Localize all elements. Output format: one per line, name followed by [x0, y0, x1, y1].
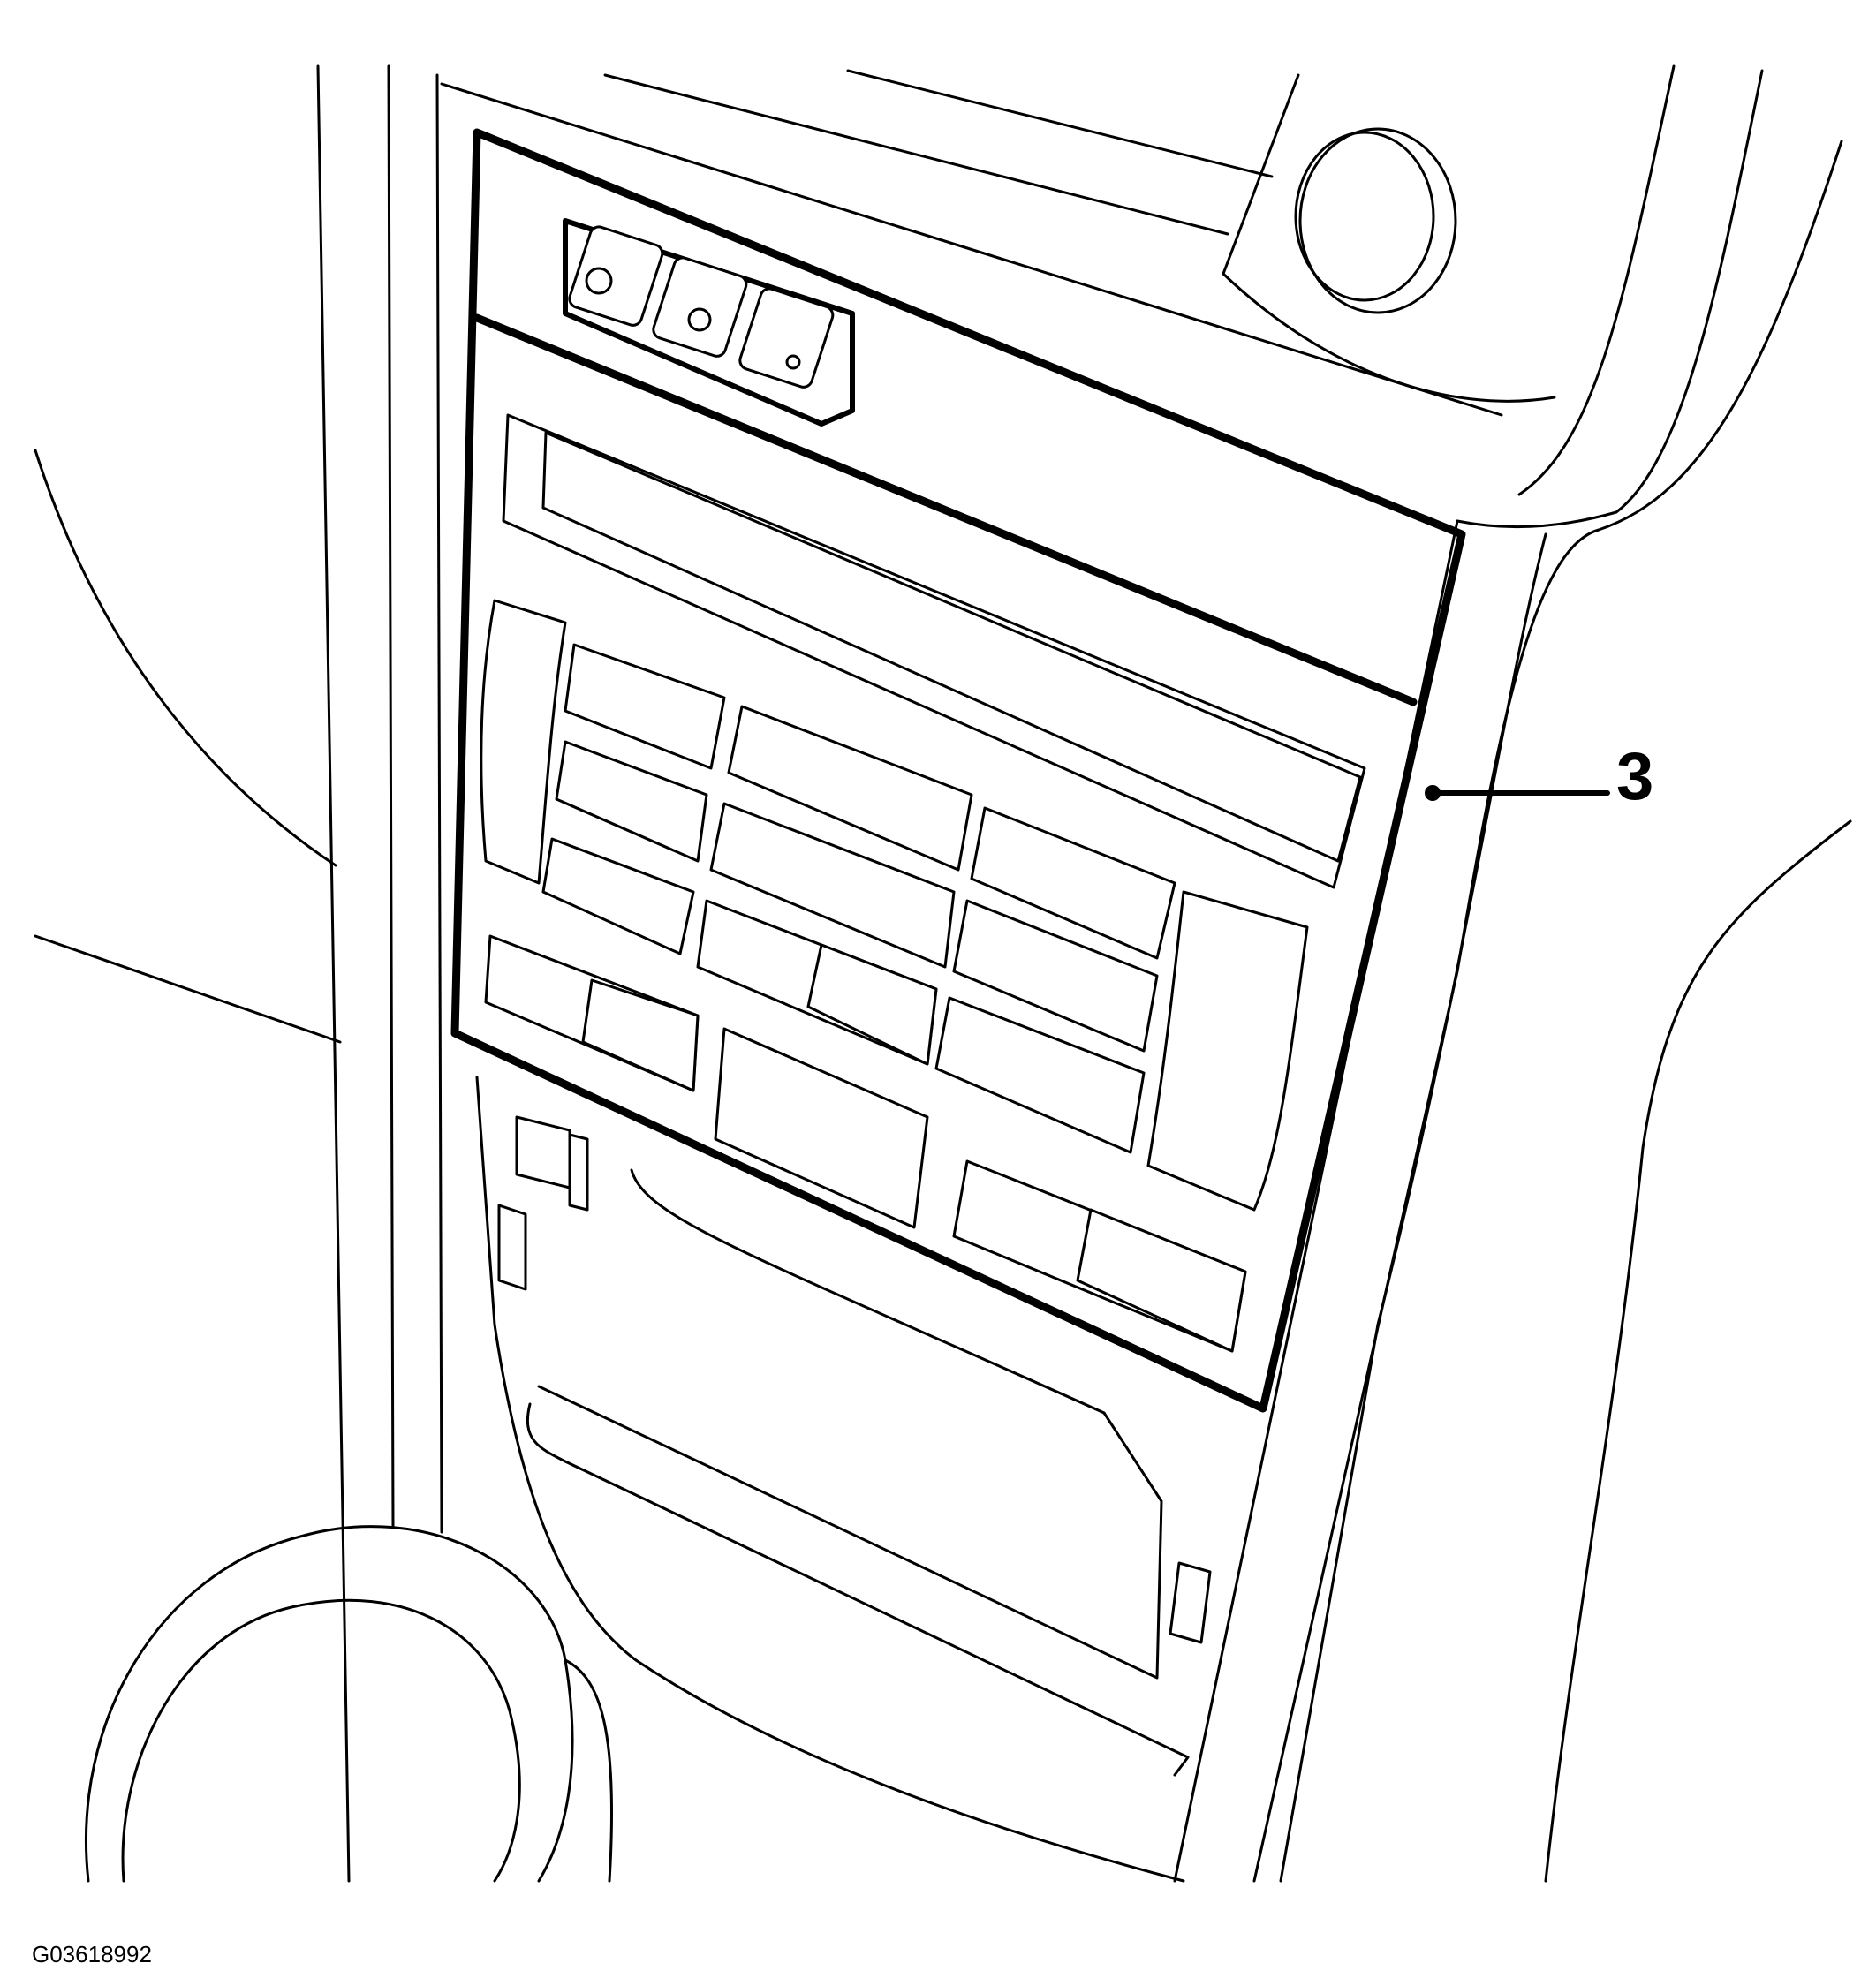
- callout-3-leader: [1425, 785, 1610, 801]
- radio-button: [934, 996, 1146, 1154]
- radio-button: [714, 1027, 929, 1229]
- radio-button: [727, 705, 973, 872]
- cup-holder-ring: [84, 1525, 614, 1883]
- radio-button: [555, 740, 708, 863]
- auxiliary-switch-icon: [738, 287, 835, 389]
- dashboard-outline-lines: [34, 64, 1852, 1883]
- figure-id: G03618992: [32, 1941, 152, 1967]
- radio-display: [502, 413, 1366, 889]
- radio-button: [564, 643, 726, 770]
- radio-button: [541, 837, 695, 955]
- fog-light-switch-icon: [568, 225, 664, 327]
- radio-bezel-outline: [450, 128, 1466, 1413]
- lower-console: [497, 1115, 1212, 1777]
- switch-strip: [563, 218, 855, 427]
- dial-knob: [1294, 127, 1457, 314]
- callout-3-label: 3: [1616, 739, 1654, 814]
- radio-button: [1146, 890, 1309, 1212]
- radio-button: [970, 806, 1176, 960]
- radio-button: [709, 802, 956, 969]
- radio-buttons: [480, 599, 1309, 1353]
- hazard-switch-icon: [652, 256, 748, 358]
- radio-button: [952, 899, 1159, 1053]
